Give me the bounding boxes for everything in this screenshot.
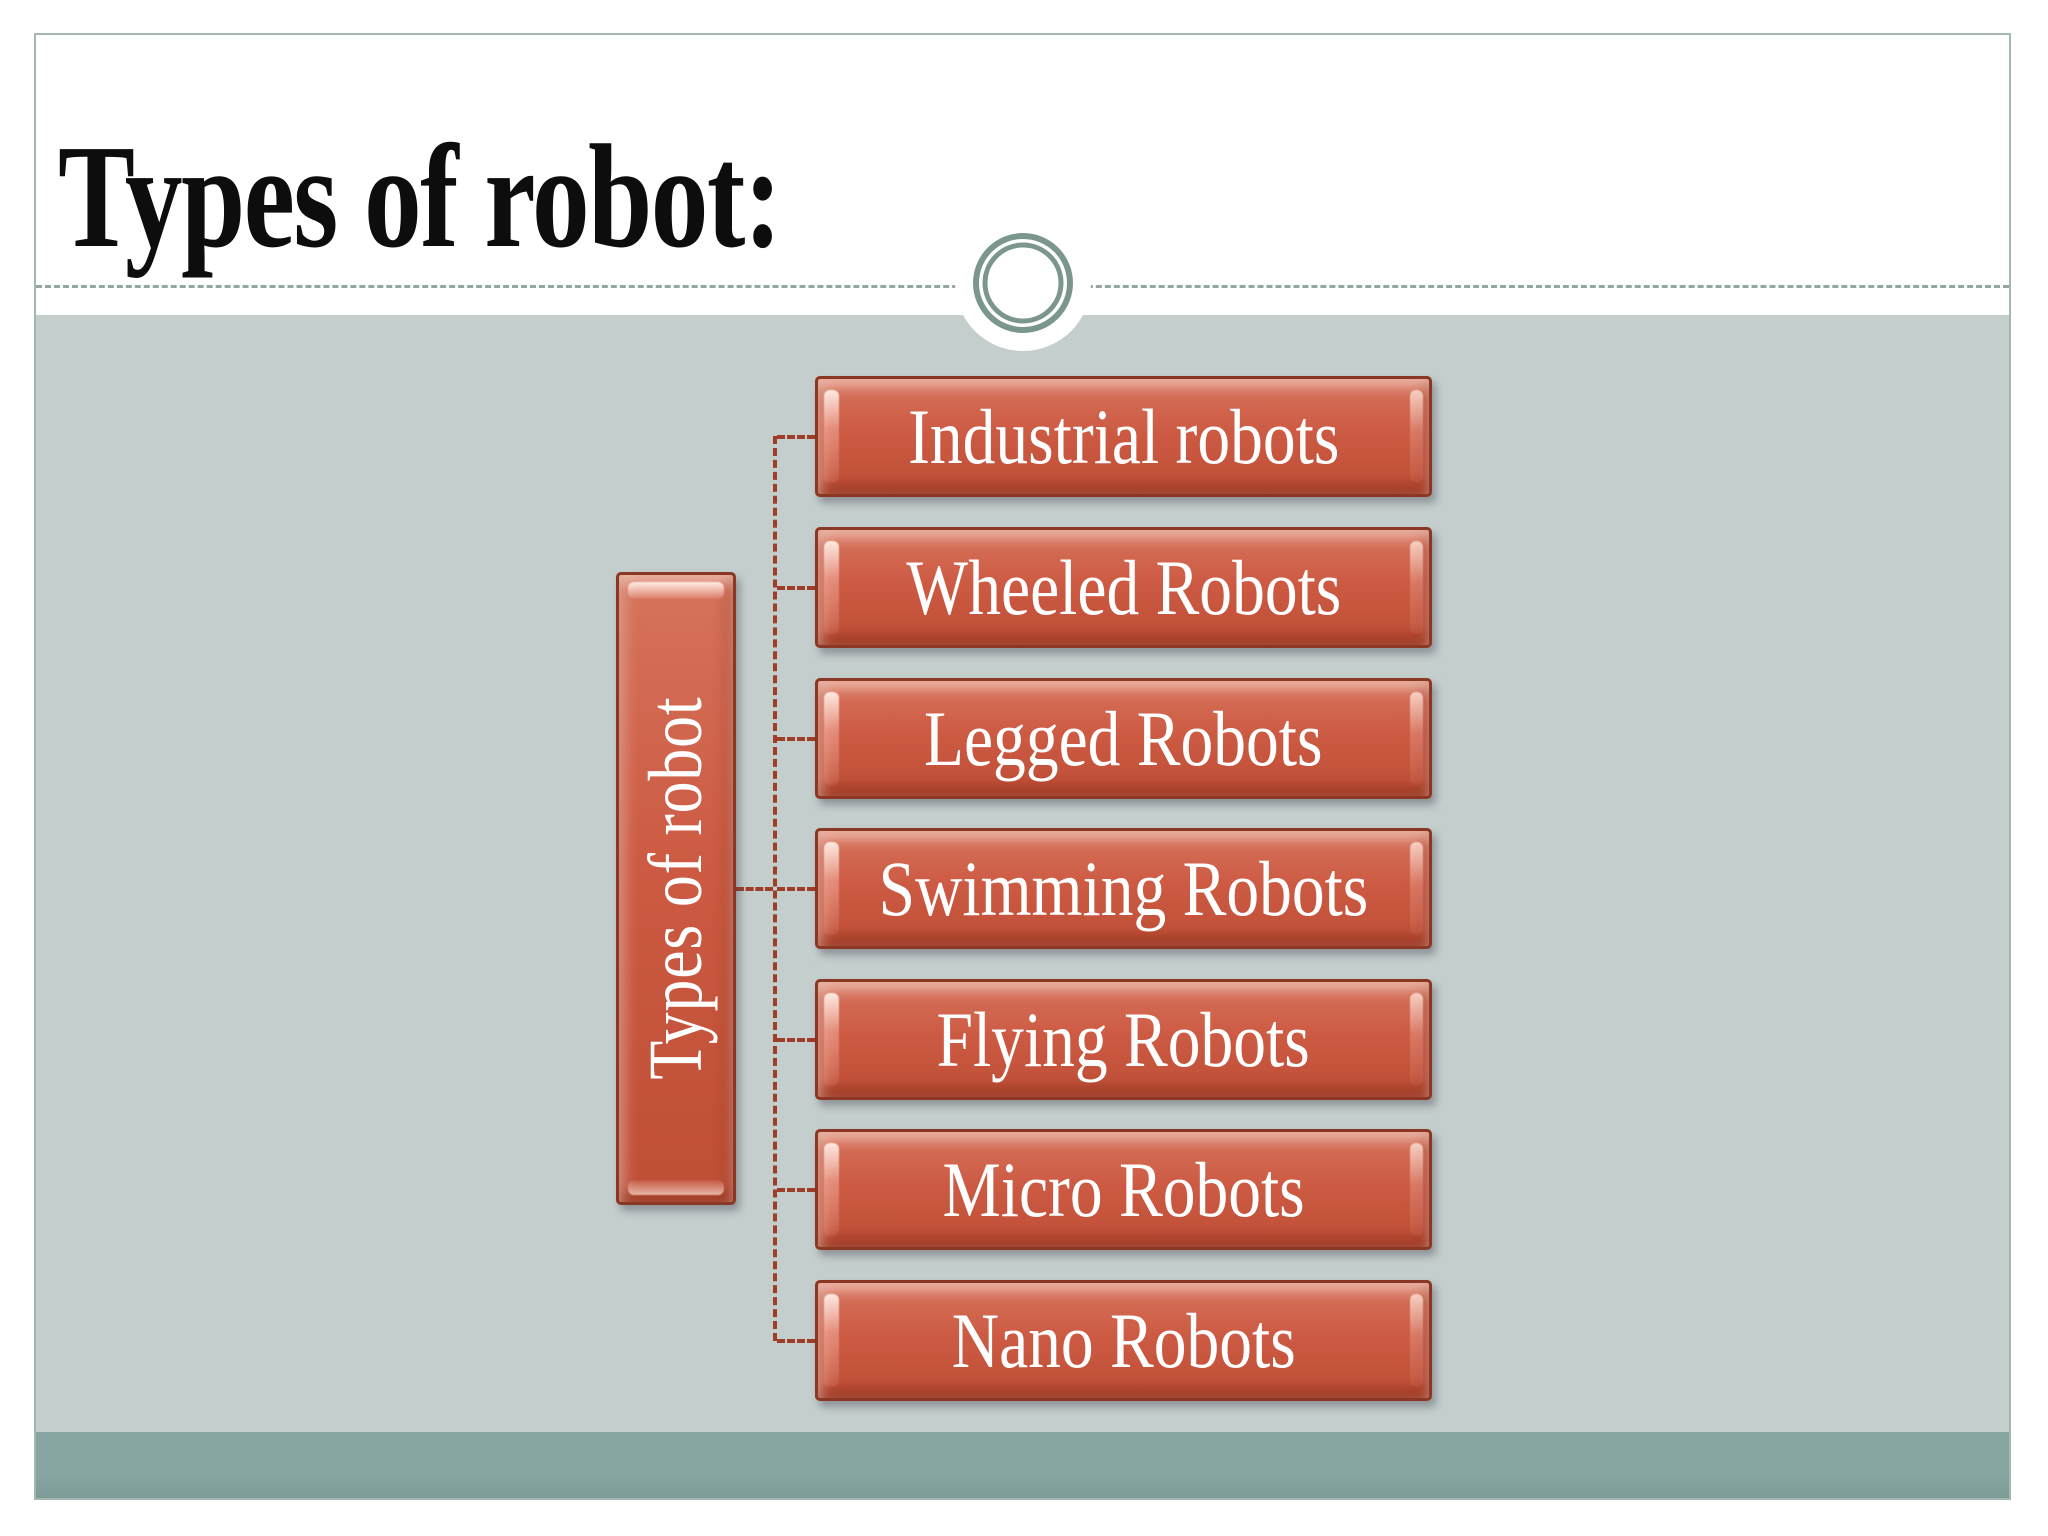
node-nano-robots: Nano Robots	[815, 1280, 1432, 1401]
node-label: Wheeled Robots	[906, 543, 1341, 631]
node-label: Industrial robots	[907, 392, 1340, 480]
connector-branch	[777, 1188, 815, 1192]
connector-trunk	[773, 436, 777, 1341]
connector-branch	[777, 1339, 815, 1343]
node-label: Types of robot	[634, 696, 718, 1081]
connector-branch	[777, 887, 815, 891]
diagram: Types of robot Industrial robots Wheeled…	[36, 35, 2009, 1498]
node-label: Micro Robots	[942, 1145, 1305, 1233]
node-industrial-robots: Industrial robots	[815, 376, 1432, 497]
connector-branch	[777, 586, 815, 590]
node-wheeled-robots: Wheeled Robots	[815, 527, 1432, 648]
footer-bar	[36, 1432, 2009, 1498]
connector-branch	[777, 1038, 815, 1042]
node-legged-robots: Legged Robots	[815, 678, 1432, 799]
node-label: Nano Robots	[951, 1296, 1296, 1384]
connector-root-stub	[736, 887, 773, 891]
connector-branch	[777, 737, 815, 741]
divider-circle-ornament	[973, 233, 1073, 333]
node-label: Flying Robots	[936, 995, 1311, 1083]
slide-frame: Types of robot: Types of robot Industria…	[34, 33, 2011, 1500]
node-micro-robots: Micro Robots	[815, 1129, 1432, 1250]
node-label: Swimming Robots	[878, 844, 1369, 932]
node-label: Legged Robots	[924, 694, 1323, 782]
node-swimming-robots: Swimming Robots	[815, 828, 1432, 949]
slide-title: Types of robot:	[58, 115, 782, 279]
node-types-of-robot-root: Types of robot	[616, 572, 736, 1205]
connector-branch	[777, 435, 815, 439]
node-flying-robots: Flying Robots	[815, 979, 1432, 1100]
